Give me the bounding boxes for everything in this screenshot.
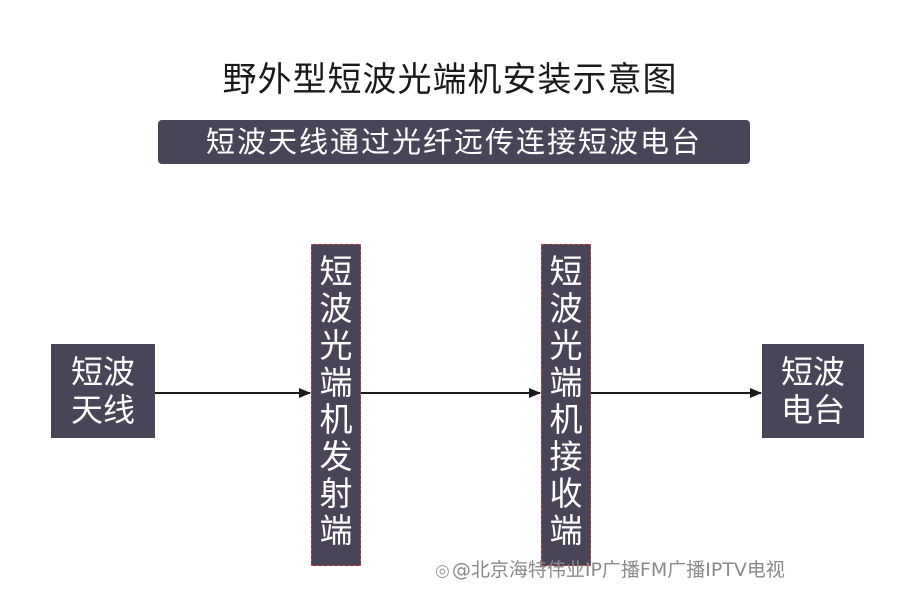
diagram-subtitle: 短波天线通过光纤远传连接短波电台: [158, 120, 750, 164]
node-receiver: 短波光端机接收端: [541, 244, 591, 566]
watermark-text: @北京海特伟业IP广播FM广播IPTV电视: [451, 559, 785, 581]
node-antenna: 短波天线: [51, 344, 155, 438]
weibo-logo-icon: ◎: [435, 561, 450, 581]
node-transmitter: 短波光端机发射端: [311, 244, 361, 566]
node-radio: 短波电台: [762, 344, 864, 438]
watermark: ◎@北京海特伟业IP广播FM广播IPTV电视: [435, 555, 890, 582]
diagram-title: 野外型短波光端机安装示意图: [222, 60, 678, 100]
